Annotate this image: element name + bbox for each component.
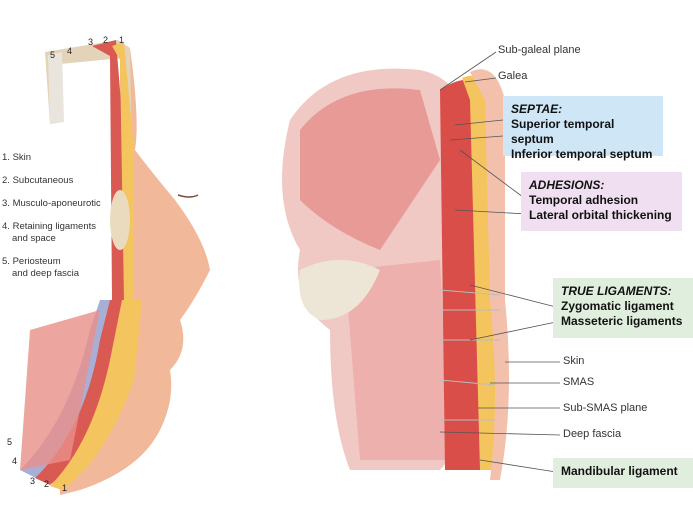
label-deep-fascia: Deep fascia (563, 428, 622, 440)
legend-label: Musculo-aponeurotic (12, 198, 101, 209)
right-head-section (282, 68, 509, 480)
legend-num: 5. (2, 256, 10, 267)
legend-item-subcutaneous: 2. Subcutaneous (2, 175, 101, 187)
legend-label: Periosteum (12, 256, 61, 267)
layer-number: 2 (44, 479, 50, 489)
legend-label: and space (12, 233, 56, 244)
legend-num: 4. (2, 221, 10, 232)
legend-num: 1. (2, 152, 10, 163)
legend-label: Retaining ligaments (12, 221, 97, 232)
layer-number: 1 (62, 483, 68, 493)
septae-item: Superior temporal septum (511, 117, 615, 146)
layer-number: 3 (30, 476, 36, 486)
label-galea: Galea (498, 70, 528, 82)
true-ligaments-title: TRUE LIGAMENTS: (561, 284, 672, 298)
legend-label: Skin (12, 152, 32, 163)
septae-box: SEPTAE: Superior temporal septum Inferio… (503, 96, 663, 161)
adhesions-title: ADHESIONS: (529, 178, 605, 192)
label-sub-galeal-plane: Sub-galeal plane (498, 44, 581, 56)
layer-legend: 1. Skin 2. Subcutaneous 3. Musculo-apone… (2, 152, 101, 291)
true-ligaments-item: Masseteric ligaments (561, 314, 683, 328)
label-skin: Skin (563, 355, 585, 367)
layer-number: 5 (7, 437, 13, 447)
left-face-section (20, 40, 210, 495)
adhesions-box: ADHESIONS: Temporal adhesion Lateral orb… (521, 172, 682, 231)
true-ligaments-item: Zygomatic ligament (561, 299, 674, 313)
true-ligaments-box: TRUE LIGAMENTS: Zygomatic ligament Masse… (553, 278, 693, 338)
leader-lines (439, 51, 561, 473)
legend-item-musculo: 3. Musculo-aponeurotic (2, 198, 101, 210)
legend-label: Subcutaneous (12, 175, 74, 186)
layer-number: 2 (103, 35, 109, 45)
layer-number: 4 (67, 46, 73, 56)
legend-num: 2. (2, 175, 10, 186)
label-sub-smas-plane: Sub-SMAS plane (563, 402, 648, 414)
septae-item: Inferior temporal septum (511, 147, 653, 161)
label-smas: SMAS (563, 376, 595, 388)
layer-number: 5 (50, 50, 56, 60)
mandibular-ligament-box: Mandibular ligament (553, 458, 693, 488)
layer-number: 1 (119, 35, 125, 45)
legend-label: and deep fascia (12, 268, 80, 279)
septae-title: SEPTAE: (511, 102, 563, 116)
layer-number: 3 (88, 37, 94, 47)
adhesions-item: Lateral orbital thickening (529, 208, 672, 222)
adhesions-item: Temporal adhesion (529, 193, 639, 207)
legend-item-skin: 1. Skin (2, 152, 101, 164)
legend-num: 3. (2, 198, 10, 209)
layer-number: 4 (12, 456, 18, 466)
mandibular-ligament-label: Mandibular ligament (561, 464, 678, 478)
